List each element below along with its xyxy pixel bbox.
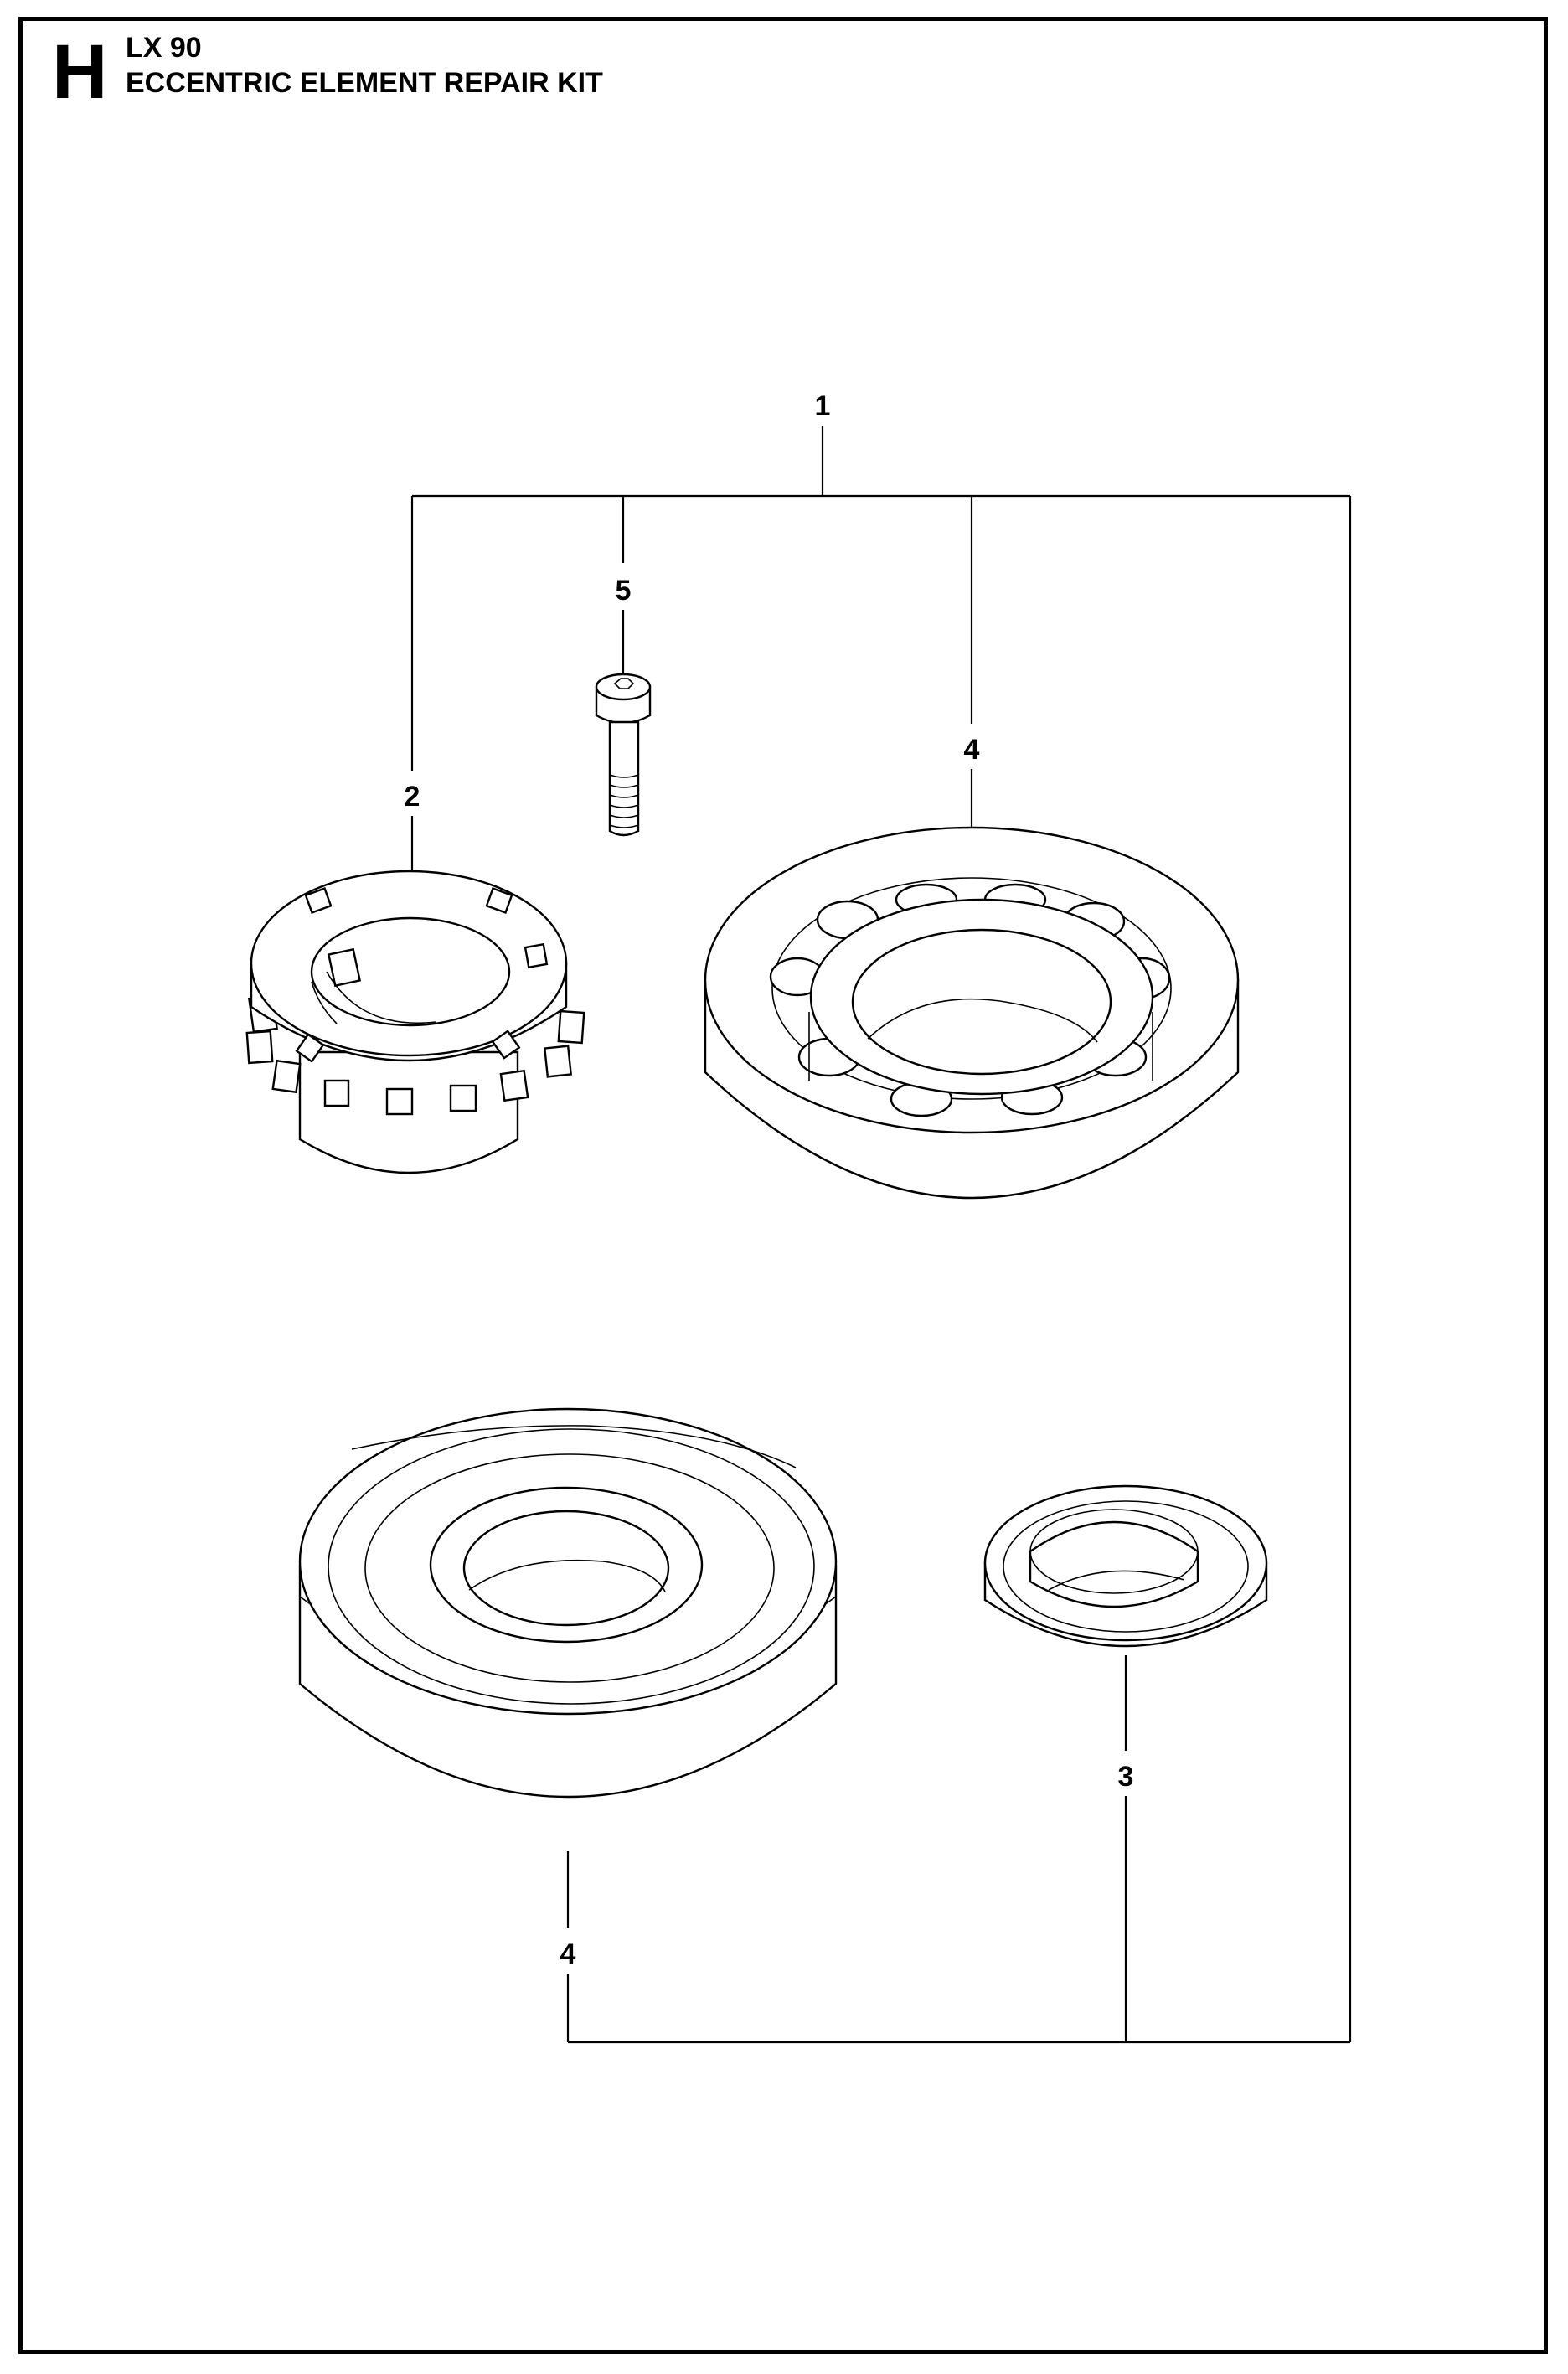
callout-5: 5	[616, 575, 632, 606]
ball-bearing-upper-part	[704, 826, 1240, 1200]
callout-2: 2	[405, 781, 420, 813]
cap-screw-part	[595, 673, 652, 837]
leader-lines	[410, 426, 1352, 2044]
model-name: LX 90	[126, 32, 202, 64]
ball-bearing-lower-part	[298, 1407, 838, 1799]
adapter-sleeve-part	[245, 870, 585, 1174]
page-border	[18, 17, 1548, 2354]
callout-3: 3	[1118, 1761, 1134, 1793]
diagram-title: ECCENTRIC ELEMENT REPAIR KIT	[126, 67, 603, 99]
seal-ring-part	[983, 1484, 1268, 1648]
callout-4-upper: 4	[964, 734, 980, 766]
callout-1: 1	[815, 390, 831, 422]
callout-4-lower: 4	[560, 1938, 576, 1970]
section-letter: H	[52, 29, 108, 115]
